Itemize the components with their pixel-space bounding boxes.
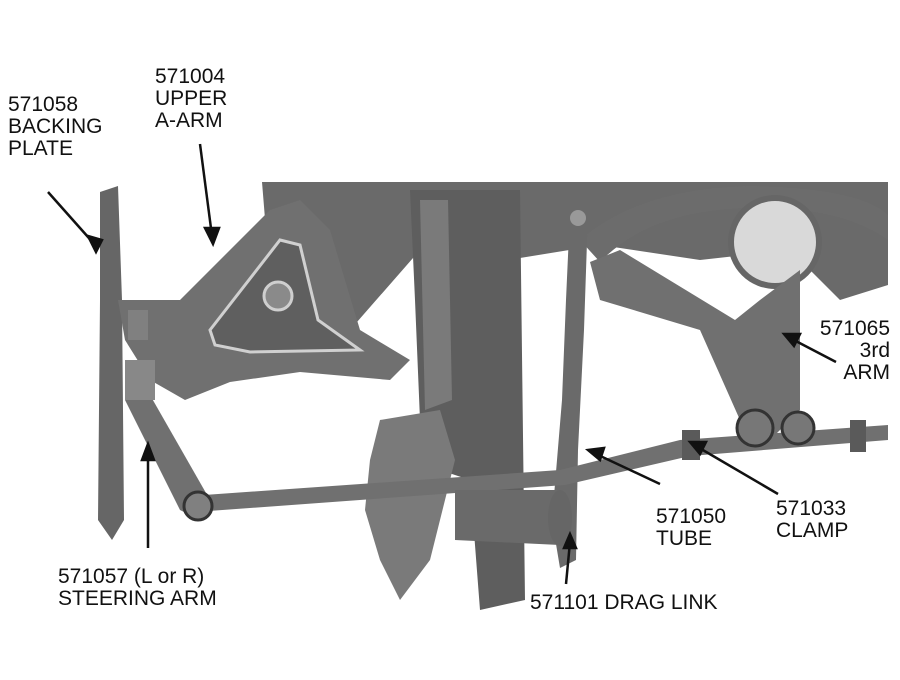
upper-a-arm-part: 571004	[155, 65, 226, 88]
third-arm	[590, 250, 800, 440]
third-arm-eye-2	[780, 410, 816, 446]
leader-tube	[595, 452, 661, 486]
backing-plate-line1: BACKING	[8, 115, 103, 138]
label-upper-a-arm: 571004 UPPER A-ARM	[155, 66, 227, 132]
backing-plate-line2: PLATE	[8, 137, 73, 160]
backing-plate-part: 571058	[8, 93, 79, 116]
third-arm-line1: 3rd	[859, 339, 890, 362]
arrow-clamp	[687, 440, 709, 457]
label-backing-plate: 571058 BACKING PLATE	[8, 94, 103, 160]
tube-part: 571050	[656, 505, 727, 528]
drag-link-line1: 571101 DRAG LINK	[530, 591, 718, 614]
label-drag-link: 571101 DRAG LINK	[530, 592, 718, 614]
arrow-backing-plate	[85, 234, 104, 255]
third-arm-eye-1	[735, 408, 775, 448]
label-steering-arm: 571057 (L or R) STEERING ARM	[58, 566, 217, 610]
label-clamp: 571033 CLAMP	[776, 498, 848, 542]
arrow-upper-a-arm	[202, 226, 221, 248]
arrow-steering-arm	[140, 440, 156, 462]
arrow-drag-link	[562, 530, 578, 550]
leader-upper-a-arm	[198, 143, 214, 237]
hub	[455, 490, 560, 545]
backing-plate	[98, 186, 124, 540]
steering-arm	[125, 395, 210, 520]
steering-arm-line2: STEERING ARM	[58, 587, 217, 610]
third-arm-boss	[728, 195, 822, 289]
arrow-tube	[584, 446, 606, 463]
spindle-nut-2	[125, 360, 155, 400]
drag-link-end	[570, 210, 586, 226]
a-arm-bolt	[262, 280, 294, 312]
steering-knuckle	[365, 410, 455, 600]
steering-arm-line1: 571057 (L or R)	[58, 565, 205, 588]
spindle-nut-1	[128, 310, 148, 340]
label-third-arm: 571065 3rd ARM	[790, 318, 890, 384]
steering-arm-joint	[182, 490, 214, 522]
third-arm-line2: ARM	[843, 361, 890, 384]
third-arm-loop	[580, 186, 888, 262]
tube-line1: TUBE	[656, 527, 713, 550]
shock-highlight	[420, 200, 452, 410]
clamp-line1: CLAMP	[776, 519, 849, 542]
upper-a-arm-line2: A-ARM	[155, 109, 223, 132]
arrow-third-arm	[781, 332, 803, 349]
label-tube: 571050 TUBE	[656, 506, 726, 550]
leader-third-arm	[789, 336, 837, 364]
third-arm-part: 571065	[819, 317, 890, 340]
hub-cap	[548, 490, 572, 546]
tie-rod-tube	[190, 425, 888, 512]
clamp-part: 571033	[776, 497, 847, 520]
clamp-2	[850, 420, 866, 452]
leader-clamp	[695, 444, 779, 496]
upper-a-arm-line1: UPPER	[155, 87, 228, 110]
